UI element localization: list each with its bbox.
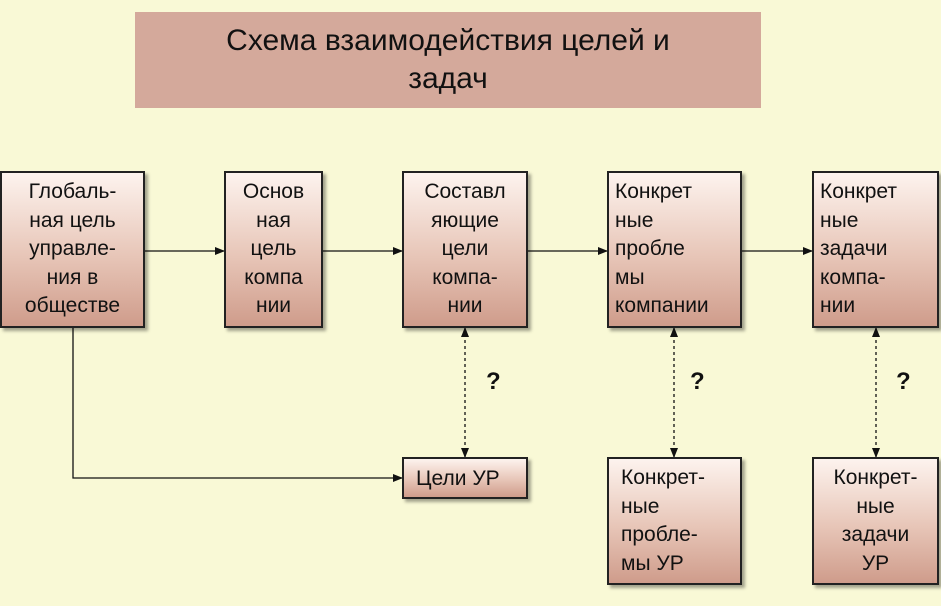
box-ur-goals-label: Цели УР — [416, 467, 500, 490]
box-global-goal: Глобаль- ная цель управле- ния в обществ… — [0, 171, 145, 328]
box-ur-problems: Конкрет- ные пробле- мы УР — [607, 457, 742, 585]
question-mark-3: ? — [896, 368, 911, 395]
box-company-problems: Конкрет ные пробле мы компании — [607, 171, 742, 328]
box-ur-goals: Цели УР — [402, 457, 528, 499]
box-main-goal: Основ ная цель компа нии — [224, 171, 323, 328]
box-component-goals-label: Составл яющие цели компа- нии — [424, 180, 506, 317]
box-ur-tasks: Конкрет- ные задачи УР — [812, 457, 939, 585]
box-company-tasks: Конкрет ные задачи компа- нии — [812, 171, 939, 328]
box-main-goal-label: Основ ная цель компа нии — [242, 180, 305, 317]
title-banner: Схема взаимодействия целей и задач — [135, 12, 761, 108]
arrow-global-to-ur-goals — [72, 328, 403, 482]
question-mark-1: ? — [486, 368, 501, 395]
box-company-problems-label: Конкрет ные пробле мы компании — [615, 180, 709, 317]
diagram-title: Схема взаимодействия целей и задач — [226, 24, 670, 95]
box-ur-tasks-label: Конкрет- ные задачи УР — [833, 466, 918, 575]
box-global-goal-label: Глобаль- ная цель управле- ния в обществ… — [24, 180, 121, 317]
box-ur-problems-label: Конкрет- ные пробле- мы УР — [621, 466, 705, 575]
box-company-tasks-label: Конкрет ные задачи компа- нии — [820, 180, 897, 317]
question-mark-2: ? — [690, 368, 705, 395]
box-component-goals: Составл яющие цели компа- нии — [402, 171, 528, 328]
